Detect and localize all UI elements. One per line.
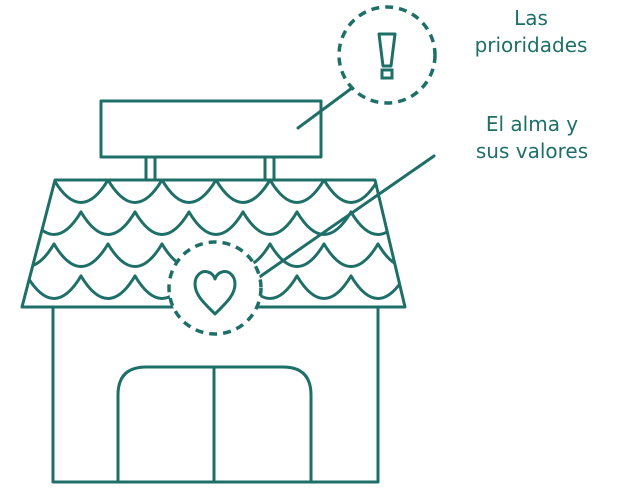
roof-scale bbox=[349, 274, 405, 300]
roof-scale bbox=[349, 210, 405, 236]
roof-scale bbox=[22, 210, 29, 236]
roof-scale bbox=[295, 210, 353, 236]
label-priorities-line1: Las bbox=[514, 6, 548, 30]
roof bbox=[20, 178, 407, 309]
roof-scale bbox=[22, 274, 29, 300]
roof-scale bbox=[25, 274, 83, 300]
connector-soul bbox=[256, 154, 436, 280]
roof-scale bbox=[133, 210, 191, 236]
sign-post-left bbox=[144, 155, 157, 182]
sign-post-right bbox=[263, 155, 276, 182]
label-priorities: Las prioridades bbox=[456, 5, 606, 59]
roof-scale bbox=[52, 242, 110, 268]
roof-scale bbox=[214, 180, 272, 204]
roof-scale bbox=[106, 242, 164, 268]
exclamation-icon bbox=[337, 5, 437, 105]
roof-scale bbox=[241, 210, 299, 236]
roof-scale bbox=[25, 210, 83, 236]
heart-icon bbox=[167, 240, 263, 336]
roof-scale bbox=[268, 180, 326, 204]
label-soul-line2: sus valores bbox=[475, 139, 589, 163]
roof-scale bbox=[268, 242, 326, 268]
roof-scale bbox=[322, 242, 380, 268]
roof-scale bbox=[79, 210, 137, 236]
roof-scale bbox=[432, 244, 486, 267]
roof-scale bbox=[376, 242, 405, 268]
connector-priorities bbox=[296, 86, 354, 130]
label-soul-values: El alma y sus valores bbox=[452, 111, 612, 165]
roof-scale bbox=[376, 180, 405, 204]
label-soul-line1: El alma y bbox=[485, 112, 579, 136]
roof-scale bbox=[160, 180, 218, 204]
sign-board bbox=[99, 99, 323, 159]
roof-scale bbox=[52, 180, 110, 204]
roof-scale bbox=[187, 210, 245, 236]
roof-scale bbox=[106, 180, 164, 204]
roof-scale bbox=[403, 274, 405, 300]
roof-scale bbox=[79, 274, 137, 300]
roof-scale bbox=[295, 274, 353, 300]
roof-scale bbox=[403, 210, 405, 236]
roof-scale bbox=[22, 180, 56, 204]
roof-scale bbox=[432, 180, 486, 203]
roof-scale bbox=[322, 180, 380, 204]
label-priorities-line2: prioridades bbox=[474, 33, 588, 57]
roof-scale bbox=[22, 242, 56, 268]
